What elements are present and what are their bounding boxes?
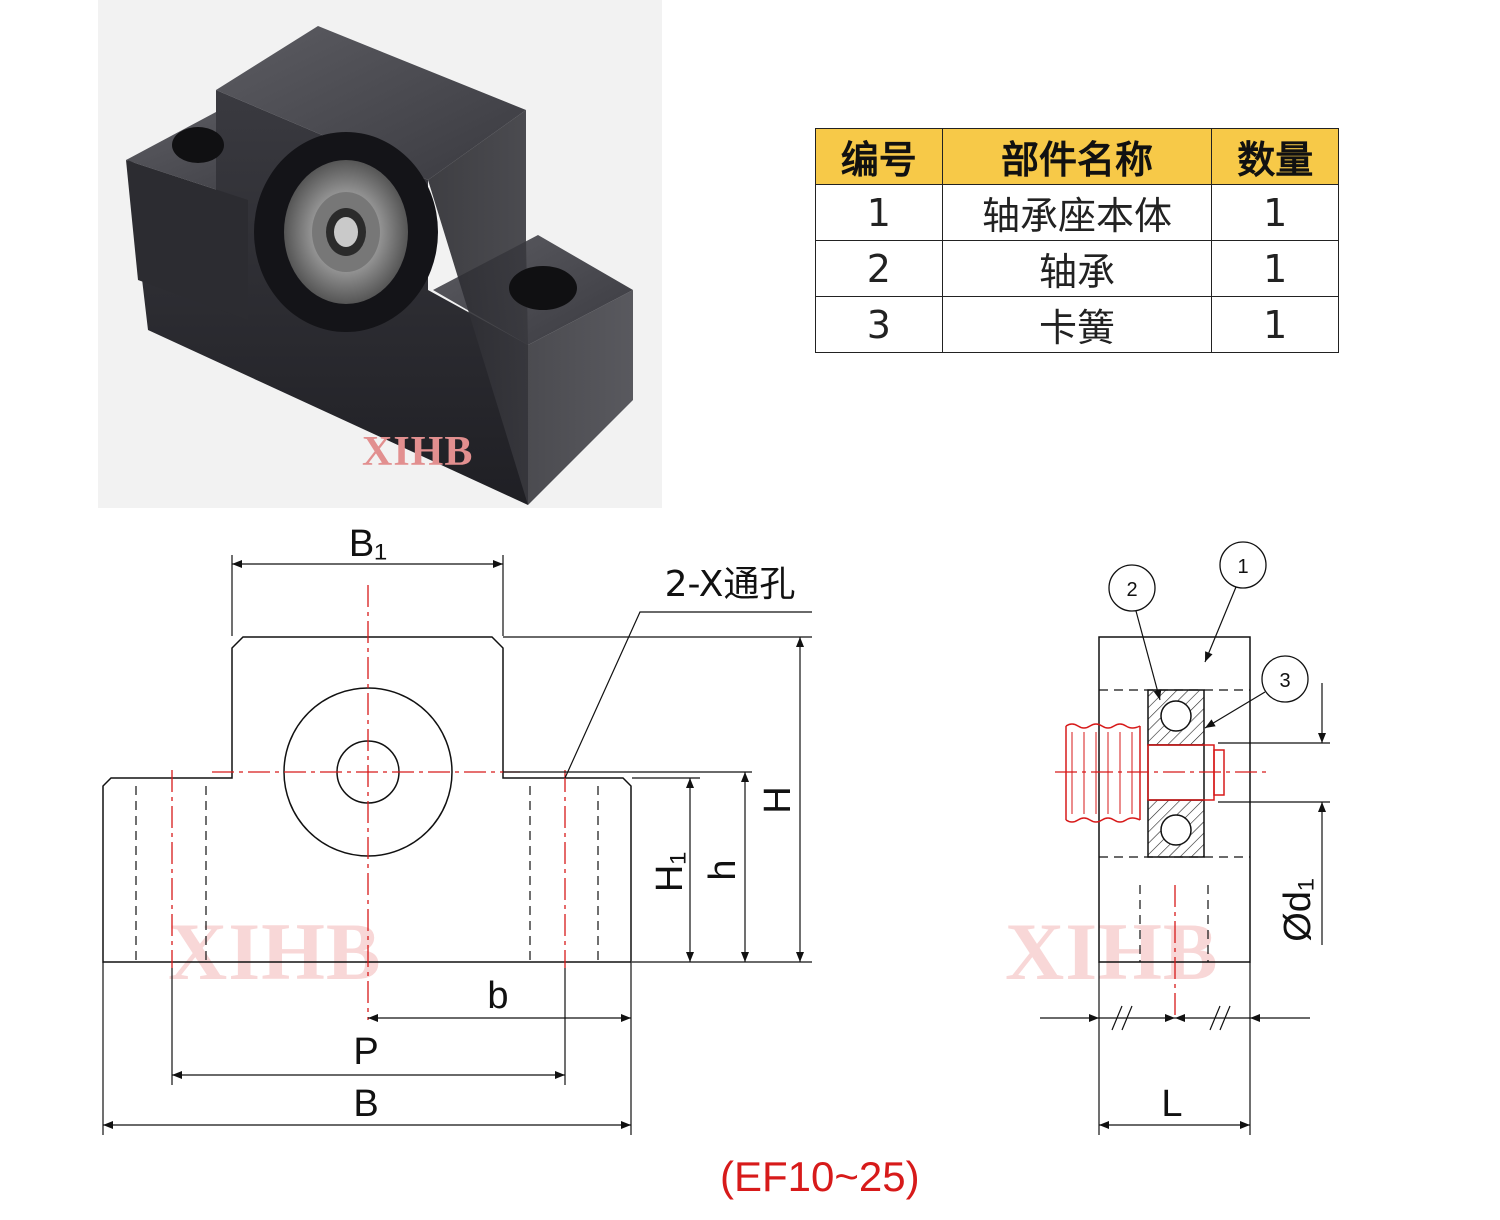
dim-label-H: H [757,786,799,813]
header-quantity: 数量 [1211,128,1339,185]
model-caption: (EF10~25) [720,1153,920,1200]
side-dimensions [1040,683,1330,1135]
cell-part-name: 卡簧 [941,296,1213,353]
table-row: 3 卡簧 1 [815,296,1339,353]
dim-label-d1: Ød₁ [1277,878,1319,942]
dim-label-H1: H₁ [649,852,691,892]
front-view [102,636,632,963]
cell-quantity: 1 [1211,296,1339,353]
product-photo: XIHB [98,0,662,508]
header-number: 编号 [815,128,943,185]
cell-part-name: 轴承 [941,240,1213,297]
drawing-watermark-right: XIHB [1005,906,1219,997]
cell-quantity: 1 [1211,240,1339,297]
cell-number: 2 [815,240,943,297]
dim-label-b1: B₁ [349,523,387,565]
callout-3: 3 [1279,670,1290,692]
parts-table: 编号 部件名称 数量 1 轴承座本体 1 2 轴承 1 3 卡簧 1 [815,128,1339,353]
cell-number: 1 [815,184,943,241]
dim-label-B: B [353,1083,378,1125]
cell-number: 3 [815,296,943,353]
dim-label-b: b [487,975,508,1017]
table-row: 1 轴承座本体 1 [815,184,1339,241]
dim-label-P: P [353,1031,378,1073]
bearing-block-photo [126,26,633,505]
dim-label-h: h [702,859,744,880]
photo-watermark: XIHB [362,429,474,475]
cell-part-name: 轴承座本体 [941,184,1213,241]
hole-label: 2-X通孔 [665,564,796,605]
front-dimensions [102,555,812,1135]
table-row: 2 轴承 1 [815,240,1339,297]
callout-2: 2 [1126,579,1137,601]
drawing-watermark-left: XIHB [168,906,382,997]
callout-1: 1 [1237,556,1248,578]
front-centerlines [171,585,566,1020]
callouts [1108,541,1309,703]
dim-label-L: L [1161,1083,1182,1125]
